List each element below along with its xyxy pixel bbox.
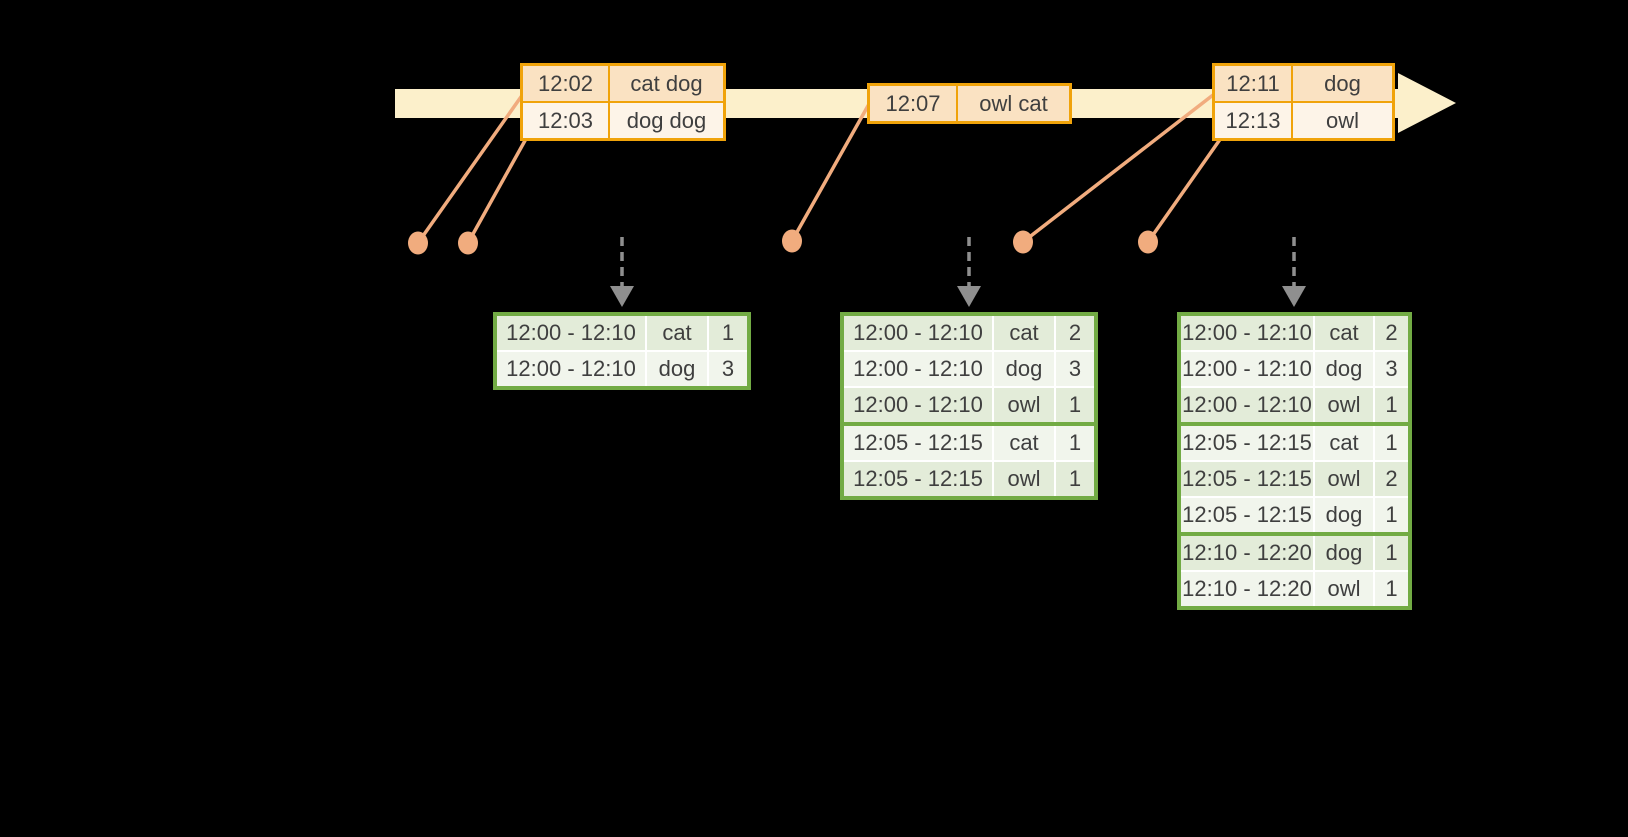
table-row: 12:07 owl cat (870, 86, 1069, 121)
table-cell-window: 12:05 - 12:15 (853, 430, 983, 455)
table-cell-time: 12:03 (537, 107, 594, 133)
table-cell-window: 12:00 - 12:10 (853, 356, 983, 381)
table-cell-count: 3 (1373, 352, 1408, 386)
table-row: 12:03 dog dog (523, 101, 723, 138)
table-cell-word: owl (992, 462, 1054, 496)
table-cell-word: dog (645, 352, 707, 386)
table-cell-count: 1 (707, 316, 747, 350)
table-cell-count: 2 (1054, 316, 1094, 350)
table-cell-word: dog (1313, 498, 1373, 532)
table-cell-count: 1 (1373, 536, 1408, 570)
table-cell-time: 12:07 (885, 90, 941, 116)
table-cell-words: owl cat (956, 86, 1069, 121)
table-cell-word: owl (1313, 572, 1373, 606)
table-cell-word: owl (992, 388, 1054, 422)
event-connector-line (1146, 136, 1223, 244)
timeline-arrow-icon (1398, 73, 1456, 133)
table-cell-time: 12:13 (1225, 107, 1281, 133)
table-cell-window: 12:10 - 12:20 (1182, 576, 1312, 601)
table-cell-word: owl (1313, 462, 1373, 496)
drop-arrow-head-icon (610, 286, 634, 307)
table-cell-word: cat (645, 316, 707, 350)
event-table-2: 12:07 owl cat (867, 83, 1072, 124)
table-cell-count: 1 (1373, 388, 1408, 422)
drop-arrow-head-icon (1282, 286, 1306, 307)
table-cell-word: dog (1313, 352, 1373, 386)
table-cell-count: 2 (1373, 316, 1408, 350)
table-cell-word: owl (1313, 388, 1373, 422)
drop-arrow-head-icon (957, 286, 981, 307)
table-cell-count: 1 (1054, 426, 1094, 460)
event-dot-icon (782, 229, 802, 253)
table-cell-word: dog (1313, 536, 1373, 570)
table-cell-window: 12:05 - 12:15 (1182, 466, 1312, 491)
table-cell-window: 12:00 - 12:10 (1182, 356, 1312, 381)
event-connector-line (466, 136, 529, 244)
table-cell-window: 12:00 - 12:10 (853, 320, 983, 345)
table-row: 12:13 owl (1215, 101, 1392, 138)
table-cell-time: 12:02 (537, 70, 594, 96)
table-cell-window: 12:00 - 12:10 (1182, 320, 1312, 345)
table-row: 12:02 cat dog (523, 66, 723, 101)
table-cell-words: owl (1291, 103, 1392, 138)
table-cell-time: 12:11 (1226, 70, 1280, 96)
table-row: 12:11 dog (1215, 66, 1392, 101)
table-cell-word: dog (992, 352, 1054, 386)
event-dot-icon (408, 231, 428, 255)
table-cell-words: dog (1291, 66, 1392, 101)
table-cell-words: dog dog (608, 103, 723, 138)
event-dot-icon (1138, 230, 1158, 254)
table-cell-count: 1 (1054, 462, 1094, 496)
event-dot-icon (1013, 230, 1033, 254)
table-cell-count: 1 (1373, 426, 1408, 460)
table-cell-window: 12:05 - 12:15 (1182, 430, 1312, 455)
table-cell-window: 12:00 - 12:10 (506, 320, 636, 345)
table-cell-window: 12:00 - 12:10 (1182, 392, 1312, 417)
table-cell-window: 12:00 - 12:10 (853, 392, 983, 417)
table-cell-count: 1 (1054, 388, 1094, 422)
table-cell-word: cat (1313, 316, 1373, 350)
table-cell-count: 3 (707, 352, 747, 386)
table-cell-word: cat (992, 316, 1054, 350)
table-cell-count: 3 (1054, 352, 1094, 386)
table-cell-window: 12:00 - 12:10 (506, 356, 636, 381)
event-table-1: 12:02 cat dog 12:03 dog dog (520, 63, 726, 141)
table-cell-word: cat (992, 426, 1054, 460)
event-table-3: 12:11 dog 12:13 owl (1212, 63, 1395, 141)
table-cell-word: cat (1313, 426, 1373, 460)
table-cell-window: 12:10 - 12:20 (1182, 540, 1312, 565)
event-connector-line (790, 103, 871, 242)
table-cell-words: cat dog (608, 66, 723, 101)
event-dot-icon (458, 231, 478, 255)
table-cell-count: 1 (1373, 498, 1408, 532)
table-cell-window: 12:05 - 12:15 (853, 466, 983, 491)
table-cell-count: 1 (1373, 572, 1408, 606)
table-cell-window: 12:05 - 12:15 (1182, 502, 1312, 527)
table-cell-count: 2 (1373, 462, 1408, 496)
